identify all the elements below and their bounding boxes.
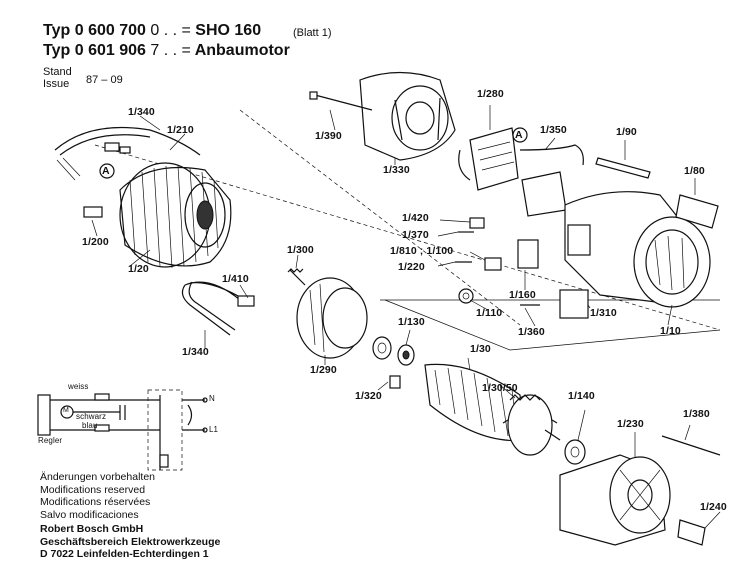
note-fr: Modifications réservées — [40, 496, 151, 508]
header-typ-2: Typ — [43, 42, 71, 59]
part-label-1-30: 1/30 — [470, 343, 491, 355]
part-label-1-140: 1/140 — [568, 390, 595, 402]
leader-lines — [91, 105, 721, 529]
schematic-n: N — [209, 394, 215, 403]
header-sheet-number: (Blatt 1) — [293, 27, 332, 39]
part-label-1-340b: 1/340 — [182, 346, 209, 358]
part-label-1-200: 1/200 — [82, 236, 109, 248]
note-de: Änderungen vorbehalten — [40, 471, 156, 483]
part-label-1-10: 1/10 — [660, 325, 681, 337]
brush-ring-drawing — [287, 268, 368, 359]
schematic-weiss: weiss — [68, 382, 89, 391]
schematic-blau: blau — [82, 421, 98, 430]
company-division: Geschäftsbereich Elektrowerkzeuge — [40, 535, 221, 548]
part-label-1-350: 1/350 — [540, 124, 567, 136]
bearings-drawing — [372, 336, 415, 389]
schematic-regler: Regler — [38, 436, 63, 445]
stand-label: Stand — [43, 66, 72, 78]
small-parts-drawing — [455, 217, 589, 319]
schematic-m: M — [63, 407, 69, 414]
part-label-1-20: 1/20 — [128, 263, 149, 275]
part-label-1-240: 1/240 — [700, 501, 727, 513]
part-label-1-420: 1/420 — [402, 212, 429, 224]
part-label-1-220: 1/220 — [398, 261, 425, 273]
header-suffix-1: 0 . . = — [150, 22, 191, 39]
header-model-1: SHO 160 — [195, 22, 262, 39]
rear-housing-drawing — [309, 71, 456, 161]
armature-drawing — [424, 363, 586, 465]
part-label-1-30-50: 1/30/50 — [482, 382, 518, 394]
motor-housing-drawing — [564, 191, 711, 308]
note-es: Salvo modificaciones — [40, 508, 139, 521]
axis-line-lower — [239, 109, 521, 326]
part-label-1-160: 1/160 — [509, 289, 536, 301]
schematic-l1: L1 — [209, 425, 219, 434]
part-label-1-330: 1/330 — [383, 164, 410, 176]
company-name: Robert Bosch GmbH — [40, 523, 144, 535]
issue-label: Issue — [43, 78, 70, 90]
front-flange-drawing — [559, 435, 721, 546]
part-label-1-810-1-100: 1/810 ; 1/100 — [390, 245, 454, 257]
part-label-1-130: 1/130 — [398, 316, 425, 328]
part-label-1-110: 1/110 — [476, 307, 503, 319]
stand-value: 87 – 09 — [86, 74, 123, 86]
wiring-schematic — [37, 389, 208, 471]
part-label-1-340a: 1/340 — [128, 106, 155, 118]
part-label-1-380: 1/380 — [683, 408, 710, 420]
part-label-1-210: 1/210 — [167, 124, 194, 136]
part-label-1-360: 1/360 — [518, 326, 545, 338]
schematic-schwarz: schwarz — [76, 412, 107, 421]
company-address: D 7022 Leinfelden-Echterdingen 1 — [40, 548, 209, 560]
part-label-1-230: 1/230 — [617, 418, 644, 430]
part-label-1-290: 1/290 — [310, 364, 337, 376]
labels-drawing — [595, 157, 719, 229]
cable-harness-drawing — [54, 126, 255, 336]
header-line-1: Typ 0 600 700 0 . . = SHO 160 — [43, 22, 261, 40]
stator-drawing — [119, 162, 232, 269]
note-en: Modifications reserved — [40, 483, 146, 496]
part-label-1-90: 1/90 — [616, 126, 637, 138]
axis-line-upper — [94, 144, 721, 331]
part-label-1-410: 1/410 — [222, 273, 249, 285]
marker-a-left — [99, 163, 115, 179]
header-model-2: Anbaumotor — [194, 42, 290, 59]
part-label-1-310: 1/310 — [590, 307, 617, 319]
part-label-1-390: 1/390 — [315, 130, 342, 142]
guide-line-2 — [384, 299, 721, 351]
marker-a-label-right: A — [515, 129, 523, 141]
header-suffix-2: 7 . . = — [150, 42, 191, 59]
header-typ-1: Typ — [43, 22, 71, 39]
notes-block: Änderungen vorbehalten Modifications res… — [40, 471, 155, 521]
part-label-1-300: 1/300 — [287, 244, 314, 256]
marker-a-right — [512, 127, 528, 143]
part-label-1-80: 1/80 — [684, 165, 705, 177]
header-line-2: Typ 0 601 906 7 . . = Anbaumotor — [43, 42, 290, 60]
company-block: Robert Bosch GmbH Geschäftsbereich Elekt… — [40, 523, 220, 561]
part-label-1-370: 1/370 — [402, 229, 429, 241]
part-label-1-320: 1/320 — [355, 390, 382, 402]
part-label-1-280: 1/280 — [477, 88, 504, 100]
marker-a-label-left: A — [102, 165, 110, 177]
header-number-1: 0 600 700 — [74, 22, 146, 39]
switch-assembly-drawing — [458, 127, 584, 217]
header-number-2: 0 601 906 — [74, 42, 146, 59]
